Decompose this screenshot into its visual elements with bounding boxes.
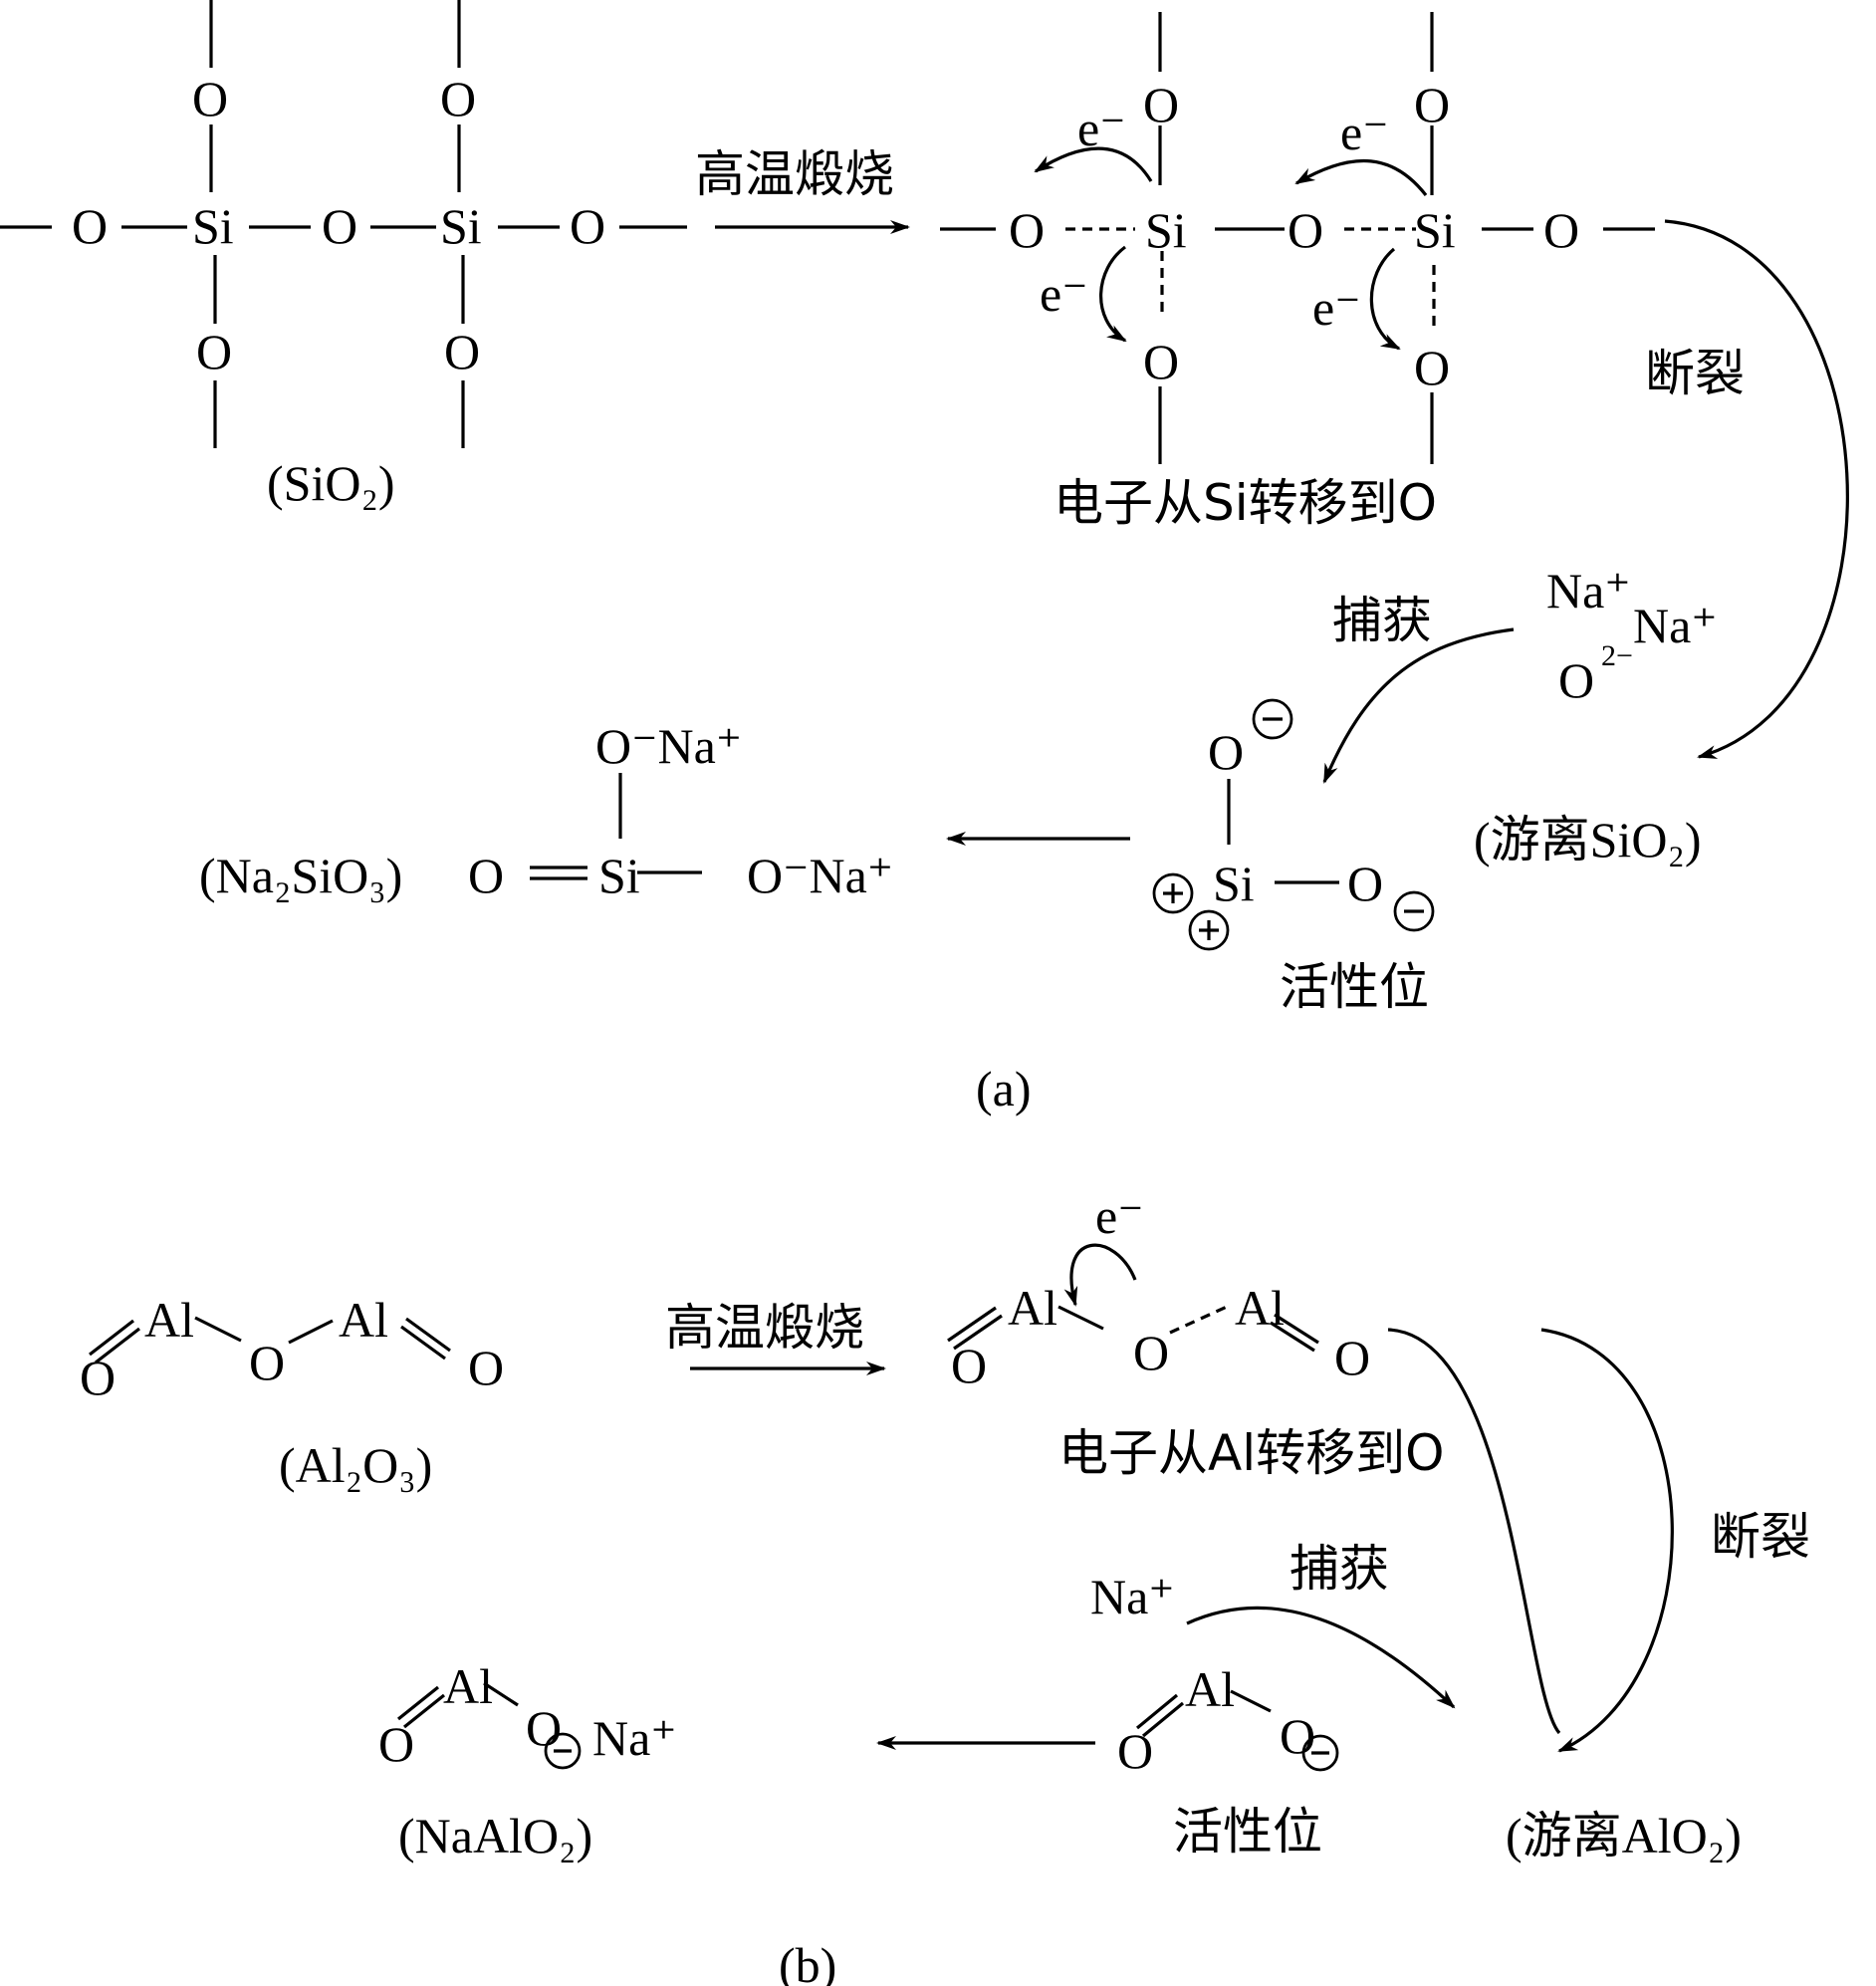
sodium-ion: Na⁺ — [592, 1710, 677, 1766]
atom-o: O — [1143, 77, 1179, 132]
negative-charge-icon — [1393, 890, 1435, 932]
break-arrow — [1540, 1328, 1674, 1753]
atom-o: O — [1414, 77, 1450, 132]
atom-al: Al — [1185, 1661, 1235, 1717]
atom-o: O — [468, 848, 504, 903]
active-site-si: O Si O — [1152, 698, 1435, 951]
atom-o: O — [526, 1700, 562, 1756]
o-na-group: O⁻Na⁺ — [747, 848, 893, 903]
atom-o: O — [192, 71, 228, 126]
atom-si: Si — [1414, 202, 1456, 258]
active-site-label: 活性位 — [1280, 958, 1429, 1016]
free-sio2-label: (游离SiO₂) — [1474, 812, 1702, 868]
atom-o: O — [72, 198, 108, 254]
electron-arrow — [1099, 245, 1127, 343]
negative-charge-icon — [544, 1732, 582, 1770]
calcination-label: 高温煅烧 — [665, 1299, 864, 1357]
electron-transfer-label: 电子从Al转移到O — [1058, 1424, 1444, 1482]
activated-al2o3: O Al O Al O e⁻ — [947, 1188, 1370, 1393]
panel-b: O Al O Al O (Al₂O₃) 高温煅烧 O Al O Al — [80, 1188, 1810, 1986]
atom-o: O — [440, 71, 476, 126]
atom-si: Si — [440, 198, 482, 254]
electron-label: e⁻ — [1040, 266, 1088, 322]
oxide-ion: O — [1558, 652, 1594, 708]
atom-o: O — [1133, 1325, 1169, 1380]
atom-o: O — [570, 198, 605, 254]
atom-o: O — [196, 324, 232, 379]
capture-arrow — [1186, 1606, 1456, 1709]
electron-label: e⁻ — [1095, 1188, 1144, 1244]
atom-o: O — [1414, 340, 1450, 395]
capture-arrow — [1322, 627, 1515, 784]
electron-label: e⁻ — [1340, 105, 1389, 160]
atom-si: Si — [1145, 202, 1187, 258]
na2sio3-label: (Na₂SiO₃) — [199, 848, 402, 903]
atom-o: O — [249, 1335, 285, 1390]
positive-charge-icon — [1152, 872, 1194, 914]
atom-si: Si — [598, 848, 640, 903]
capture-label: 捕获 — [1332, 592, 1432, 649]
sio2-label: (SiO₂) — [267, 455, 395, 511]
active-site-label: 活性位 — [1173, 1803, 1322, 1861]
atom-o: O — [1143, 334, 1179, 389]
atom-o: O — [1334, 1330, 1370, 1385]
naalo2-label: (NaAlO₂) — [398, 1808, 592, 1863]
caption-a: (a) — [976, 1061, 1032, 1117]
electron-label: e⁻ — [1077, 101, 1126, 156]
atom-o: O — [1543, 202, 1579, 258]
atom-o: O — [80, 1350, 116, 1405]
atom-o: O — [1009, 202, 1045, 258]
positive-charge-icon — [1188, 909, 1230, 951]
active-site-al: O Al O — [1117, 1661, 1339, 1779]
electron-arrow — [1294, 158, 1428, 196]
atom-al: Al — [144, 1292, 194, 1348]
activated-sio2: O Si O Si O O O O O e⁻ — [940, 12, 1655, 464]
electron-transfer-label: 电子从Si转移到O — [1054, 474, 1437, 532]
caption-b: (b) — [779, 1937, 836, 1986]
al2o3-structure: O Al O Al O — [80, 1292, 504, 1405]
atom-o: O — [444, 324, 480, 379]
atom-o: O — [468, 1340, 504, 1395]
oxide-charge: 2− — [1601, 639, 1633, 672]
atom-o: O — [1347, 856, 1383, 911]
al2o3-label: (Al₂O₃) — [279, 1437, 432, 1493]
capture-label: 捕获 — [1290, 1540, 1389, 1598]
atom-o: O — [322, 198, 357, 254]
break-label: 断裂 — [1645, 345, 1745, 402]
naalo2-product: O Al O Na⁺ — [378, 1658, 677, 1772]
atom-o: O — [1208, 724, 1244, 780]
calcination-label: 高温煅烧 — [695, 145, 894, 203]
sodium-ion: Na⁺ — [1090, 1569, 1175, 1624]
atom-o: O — [1288, 202, 1323, 258]
break-label: 断裂 — [1711, 1508, 1810, 1566]
atom-al: Al — [1008, 1280, 1057, 1336]
atom-al: Al — [443, 1658, 493, 1714]
atom-al: Al — [339, 1292, 388, 1348]
electron-arrow — [1034, 146, 1153, 182]
electron-arrow — [1063, 1243, 1137, 1307]
atom-o: O — [1280, 1708, 1315, 1764]
atom-si: Si — [192, 198, 234, 254]
break-arrow — [1664, 219, 1849, 759]
na2sio3-product: O⁻Na⁺ (Na₂SiO₃) O Si O⁻Na⁺ — [199, 718, 893, 903]
atom-si: Si — [1213, 856, 1255, 911]
panel-a: O Si O Si O O O O O (SiO₂) 高 — [0, 0, 1849, 1117]
electron-arrow — [1369, 247, 1401, 351]
negative-charge-icon — [1301, 1734, 1339, 1772]
free-alo2-label: (游离AlO₂) — [1506, 1808, 1742, 1863]
o-na-group: O⁻Na⁺ — [595, 718, 742, 774]
sio2-network: O Si O Si O O O O O — [0, 0, 687, 448]
electron-label: e⁻ — [1312, 280, 1361, 336]
sodium-ion: Na⁺ — [1546, 563, 1631, 619]
sodium-ion: Na⁺ — [1633, 598, 1718, 653]
negative-charge-icon — [1252, 698, 1293, 740]
